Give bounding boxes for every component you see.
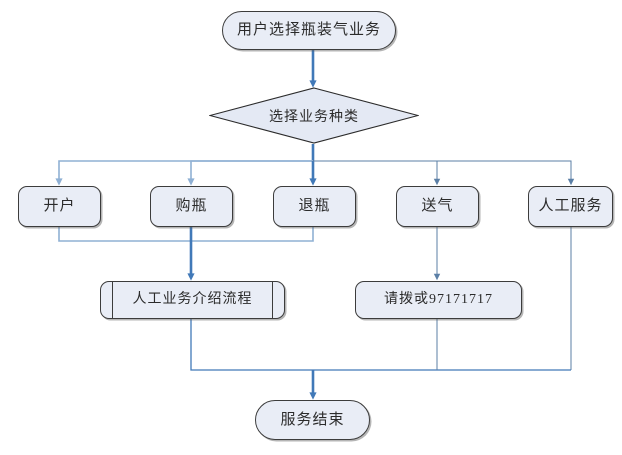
node-buy-cylinder-label: 购瓶: [175, 198, 208, 214]
edge-choice-buy: [187, 160, 313, 186]
node-service-end[interactable]: 服务结束: [255, 400, 370, 440]
node-manual-business-intro-process-label: 人工业务介绍流程: [132, 292, 253, 307]
node-call-phone-label: 请拨戓97171717: [384, 292, 493, 307]
node-service-end-label: 服务结束: [280, 411, 345, 428]
node-choice-label: 选择业务种类: [269, 109, 359, 125]
node-open-account-label: 开户: [43, 198, 76, 214]
node-manual-business-intro-process[interactable]: 人工业务介绍流程: [100, 281, 285, 319]
edge-choice-manual: [313, 160, 575, 186]
edge-open-intro: [58, 227, 191, 242]
node-deliver-gas-label: 送气: [421, 198, 454, 214]
edge-return-intro: [191, 227, 314, 242]
edge-choice-open: [55, 160, 313, 186]
diamond-shape: [209, 87, 419, 144]
edge-intro-end: [190, 319, 571, 371]
node-start[interactable]: 用户选择瓶装气业务: [222, 11, 396, 50]
node-return-cylinder-label: 退瓶: [298, 198, 331, 214]
node-start-label: 用户选择瓶装气业务: [236, 22, 381, 38]
node-manual-service-label: 人工服务: [538, 198, 603, 214]
edge-choice-deliver: [313, 160, 441, 186]
node-buy-cylinder[interactable]: 购瓶: [150, 186, 233, 227]
node-return-cylinder[interactable]: 退瓶: [273, 186, 356, 227]
node-open-account[interactable]: 开户: [18, 186, 101, 227]
node-manual-service[interactable]: 人工服务: [528, 186, 613, 227]
node-deliver-gas[interactable]: 送气: [396, 186, 479, 227]
node-call-phone[interactable]: 请拨戓97171717: [355, 281, 522, 319]
node-choice[interactable]: 选择业务种类: [209, 87, 419, 144]
